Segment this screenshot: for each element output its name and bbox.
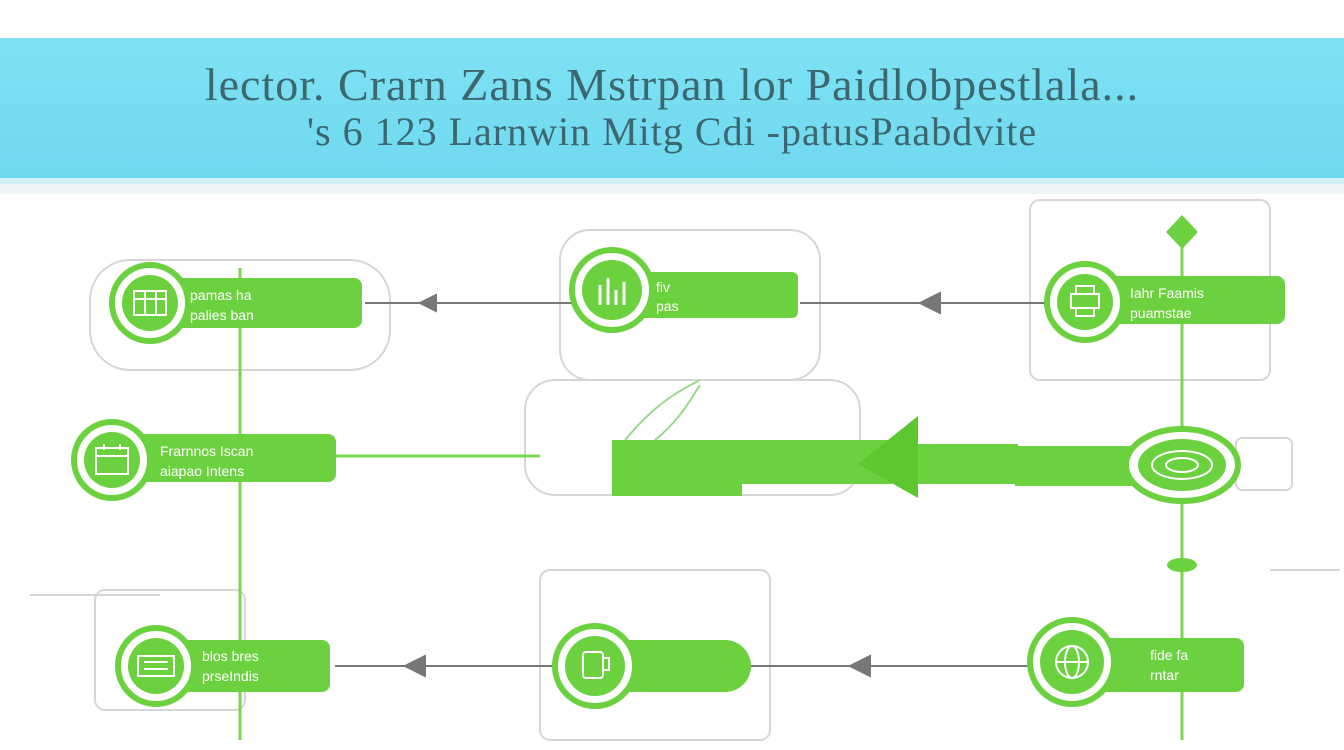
plant-sketch-stroke: [624, 379, 701, 441]
title-banner: lector. Crarn Zans Mstrpan lor Paidlobpe…: [0, 38, 1344, 184]
node-label-2: palies ban: [190, 307, 254, 323]
arrow-tail-block: [612, 440, 742, 496]
node-label-1: Frarnnos Iscan: [160, 443, 253, 459]
disk-icon: [1151, 450, 1213, 480]
node-bottom-middle[interactable]: [552, 623, 751, 709]
arrow-shaft-right: [918, 444, 1018, 484]
node-label-1: Iahr Faamis: [1130, 285, 1204, 301]
connector-arrowhead: [917, 291, 941, 315]
node-label-2: rntar: [1150, 667, 1179, 683]
node-label-2: pas: [656, 298, 679, 314]
node-pill: [150, 278, 362, 328]
node-label-1: fide fa: [1150, 647, 1188, 663]
banner-shadow: [0, 184, 1344, 194]
chart-icon: [598, 278, 626, 305]
keyboard-icon: [137, 655, 175, 677]
node-disc: [1057, 274, 1113, 330]
node-bottom-right[interactable]: fide fa rntar: [1027, 617, 1244, 707]
mug-icon: [582, 651, 610, 679]
node-disc: [1138, 439, 1226, 491]
top-margin: [0, 0, 1344, 38]
table-icon: [133, 290, 167, 316]
node-label-2: prseIndis: [202, 668, 259, 684]
main-flow-arrow: [612, 379, 1140, 498]
node-pill: [612, 272, 798, 318]
node-pill: [156, 640, 330, 692]
node-label-1: pamas ha: [190, 287, 252, 303]
node-pill: [112, 434, 336, 482]
node-middle-left[interactable]: Frarnnos Iscan aiapao Intens: [71, 419, 336, 501]
printer-icon: [1070, 285, 1100, 317]
node-middle-right[interactable]: [1123, 426, 1241, 504]
node-top-left[interactable]: pamas ha palies ban: [109, 262, 362, 344]
node-disc: [582, 260, 642, 320]
connector-arrowhead: [847, 654, 871, 678]
right-spine-arrowhead: [1166, 215, 1198, 249]
arrow-head: [858, 416, 918, 498]
frame-bottom-middle: [539, 569, 771, 741]
node-label-2: aiapao Intens: [160, 463, 244, 479]
connectors: [335, 291, 1050, 678]
node-disc: [84, 432, 140, 488]
frame-middle-right-box: [1235, 437, 1293, 491]
node-label-1: blos bres: [202, 648, 259, 664]
globe-icon: [1055, 645, 1089, 679]
connector-arrowhead: [402, 654, 426, 678]
node-bottom-left[interactable]: blos bres prseIndis: [115, 625, 330, 707]
node-top-middle[interactable]: fiv pas: [569, 247, 798, 333]
right-spine-dot: [1167, 558, 1197, 572]
node-label-2: puamstae: [1130, 305, 1192, 321]
node-disc: [128, 638, 184, 694]
calendar-icon: [95, 444, 129, 475]
node-pill: [1085, 276, 1285, 324]
banner-title-line-1: lector. Crarn Zans Mstrpan lor Paidlobpe…: [204, 59, 1140, 110]
node-disc: [122, 275, 178, 331]
banner-title-line-2: 's 6 123 Larnwin Mitg Cdi -patusPaabdvit…: [306, 109, 1038, 154]
arrow-shaft-end: [1015, 446, 1140, 486]
node-label-1: fiv: [656, 279, 670, 295]
connector-arrowhead: [417, 293, 437, 313]
node-top-right[interactable]: Iahr Faamis puamstae: [1044, 261, 1285, 343]
node-disc: [565, 636, 625, 696]
